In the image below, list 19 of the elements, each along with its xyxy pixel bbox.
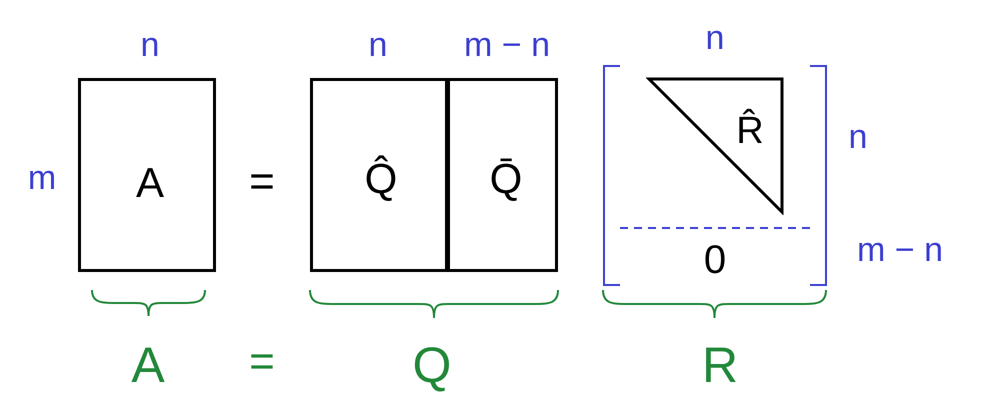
equals-sign: = [249,160,275,204]
matrix-label: Q [412,340,452,390]
zero-block-label: 0 [704,240,726,280]
dimension-label: n [368,28,388,62]
matrix-block [447,78,558,272]
matrix-label: A [131,340,165,390]
dimension-label: n [140,28,160,62]
equals-sign: = [249,340,275,384]
dimension-label: n [706,21,724,55]
matrix-block [310,78,448,272]
dimension-label: n [848,120,868,154]
dimension-label: m [28,161,56,195]
dimension-label: m − n [464,28,550,62]
dimension-label: m − n [857,233,943,267]
matrix-block [78,78,216,272]
matrix-symbol: Q̄ [490,158,522,200]
triangular-block [646,76,785,215]
matrix-symbol: A [136,162,164,204]
matrix-label: R [702,340,738,390]
